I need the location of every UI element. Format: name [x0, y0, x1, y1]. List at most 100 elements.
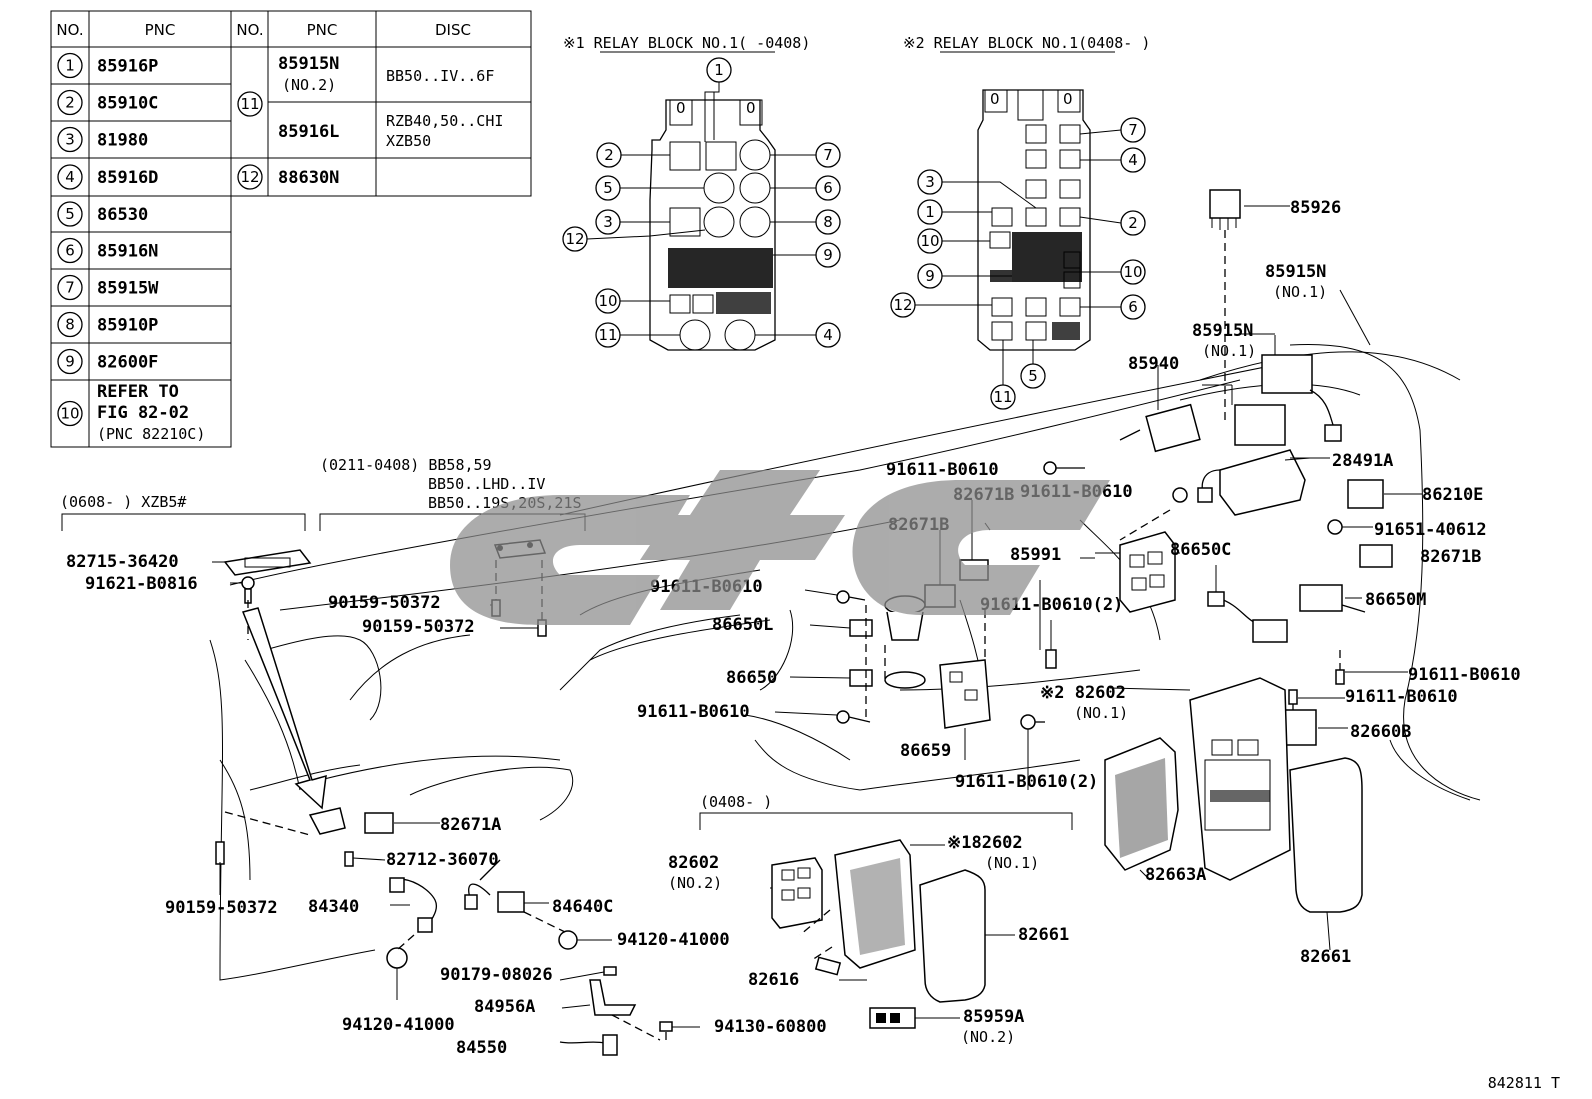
part-label-90159-50372-c: 90159-50372 — [165, 898, 278, 918]
callout-number: 9 — [925, 267, 935, 285]
row-pnc-sub: (NO.2) — [282, 76, 336, 94]
callout-number: 9 — [823, 246, 833, 264]
part-label-94120-41000-b: 94120-41000 — [342, 1015, 455, 1035]
callout-number: 1 — [714, 61, 724, 79]
part-label-94130-60800: 94130-60800 — [714, 1017, 827, 1037]
row-pnc-line: REFER TO — [97, 382, 179, 402]
row-number: 2 — [65, 94, 75, 112]
callout-number: 12 — [565, 230, 584, 248]
leader-lines — [212, 333, 1408, 1028]
header-no-2: NO. — [236, 21, 263, 39]
callout-number: 10 — [598, 292, 617, 310]
part-label-91651-40612: 91651-40612 — [1374, 520, 1487, 540]
callout-number: 4 — [1128, 151, 1138, 169]
part-label-91611-B0610-2b: 91611-B0610(2) — [955, 772, 1098, 792]
part-label-82661-m: 82661 — [1018, 925, 1069, 945]
header-no: NO. — [56, 21, 83, 39]
part-sublabel-85959A: (NO.2) — [961, 1028, 1015, 1046]
callout-number: 8 — [823, 213, 833, 231]
part-label-82671B-r: 82671B — [1420, 547, 1481, 567]
row-number: 9 — [65, 353, 75, 371]
mid-line2-note: BB50..LHD..IV — [428, 475, 545, 493]
callout-number: 12 — [893, 296, 912, 314]
part-label-84956A: 84956A — [474, 997, 535, 1017]
mid-range-note: (0211-0408) BB58,59 — [320, 456, 492, 474]
row-number-badge — [57, 126, 83, 153]
lower-range-note: (0408- ) — [700, 793, 772, 811]
part-label-82663A: 82663A — [1145, 865, 1206, 885]
part-label-90159-50372-a: 90159-50372 — [328, 593, 441, 613]
row-number-badge — [57, 52, 83, 79]
row-number-badge — [57, 201, 83, 227]
row-disc-2b: XZB50 — [386, 132, 431, 150]
row-pnc: 86530 — [97, 205, 148, 225]
part-label-85926: 85926 — [1290, 198, 1341, 218]
part-label-82671A: 82671A — [440, 815, 501, 835]
row-pnc: 85916D — [97, 168, 158, 188]
part-label-86650L: 86650L — [712, 615, 773, 635]
row-pnc-85915N: 85915N — [278, 54, 339, 74]
part-label-85991: 85991 — [1010, 545, 1061, 565]
row-pnc: 82600F — [97, 353, 158, 373]
row-disc-2a: RZB40,50..CHI — [386, 112, 503, 130]
row-pnc-85916L: 85916L — [278, 122, 339, 142]
relay-block-1: ※1 RELAY BLOCK NO.1( -0408) 0 0 12531210… — [562, 34, 841, 351]
row-number: 4 — [65, 168, 75, 186]
callout-number: 10 — [1123, 263, 1142, 281]
svg-text:0: 0 — [676, 99, 686, 117]
part-label-94120-41000-a: 94120-41000 — [617, 930, 730, 950]
row-no-12: 12 — [240, 168, 259, 186]
part-label-85959A: 85959A — [963, 1007, 1024, 1027]
row-number: 7 — [65, 279, 75, 297]
callout-number: 4 — [823, 326, 833, 344]
callout-number: 7 — [823, 146, 833, 164]
row-pnc-line: (PNC 82210C) — [97, 425, 205, 443]
callout-number: 2 — [1128, 214, 1138, 232]
row-pnc: 81980 — [97, 131, 148, 151]
row-pnc: 85910P — [97, 316, 158, 336]
row-pnc: 85916N — [97, 242, 158, 262]
part-label-85915N-a: 85915N — [1265, 262, 1326, 282]
part-sublabel-85915N-b: (NO.1) — [1202, 342, 1256, 360]
part-label-91611-B0610-t1: 91611-B0610 — [886, 460, 999, 480]
part-label-82715-36420: 82715-36420 — [66, 552, 179, 572]
header-disc: DISC — [435, 21, 471, 39]
part-label-91611-B0610-r1: 91611-B0610 — [1408, 665, 1521, 685]
row-number: 5 — [65, 205, 75, 223]
callout-number: 1 — [925, 203, 935, 221]
watermark — [450, 470, 1110, 625]
part-label-86650M: 86650M — [1365, 590, 1426, 610]
row-number-badge — [57, 89, 83, 116]
callout-number: 11 — [598, 326, 617, 344]
row-number: 10 — [60, 405, 79, 423]
part-label-82616: 82616 — [748, 970, 799, 990]
callout-number: 11 — [993, 388, 1012, 406]
row-pnc-line: FIG 82-02 — [97, 403, 189, 423]
row-number-badge — [57, 311, 83, 338]
part-label-82660B: 82660B — [1350, 722, 1411, 742]
callout-number: 6 — [1128, 298, 1138, 316]
part-label-86650: 86650 — [726, 668, 777, 688]
relay-block-2-title: ※2 RELAY BLOCK NO.1(0408- ) — [903, 34, 1150, 52]
callout-number: 7 — [1128, 121, 1138, 139]
row-no-11: 11 — [240, 95, 259, 113]
row-pnc: 85916P — [97, 57, 158, 77]
callout-number: 3 — [925, 173, 935, 191]
row-number-badge — [57, 400, 83, 427]
part-label-28491A: 28491A — [1332, 451, 1393, 471]
left-range-note: (0608- ) XZB5# — [60, 493, 186, 511]
row-pnc-88630N: 88630N — [278, 168, 339, 188]
row-number: 3 — [65, 131, 75, 149]
header-pnc: PNC — [145, 21, 176, 39]
row-number: 1 — [65, 57, 75, 75]
part-label-82712-36070: 82712-36070 — [386, 850, 499, 870]
part-label-85915N-b: 85915N — [1192, 321, 1253, 341]
row-number-badge — [57, 237, 83, 264]
row-number: 6 — [65, 242, 75, 260]
part-label-85940: 85940 — [1128, 354, 1179, 374]
part-sublabel-82602-no1b: (NO.1) — [985, 854, 1039, 872]
part-label-84640C: 84640C — [552, 897, 613, 917]
svg-text:0: 0 — [990, 90, 1000, 108]
callout-number: 5 — [603, 179, 613, 197]
